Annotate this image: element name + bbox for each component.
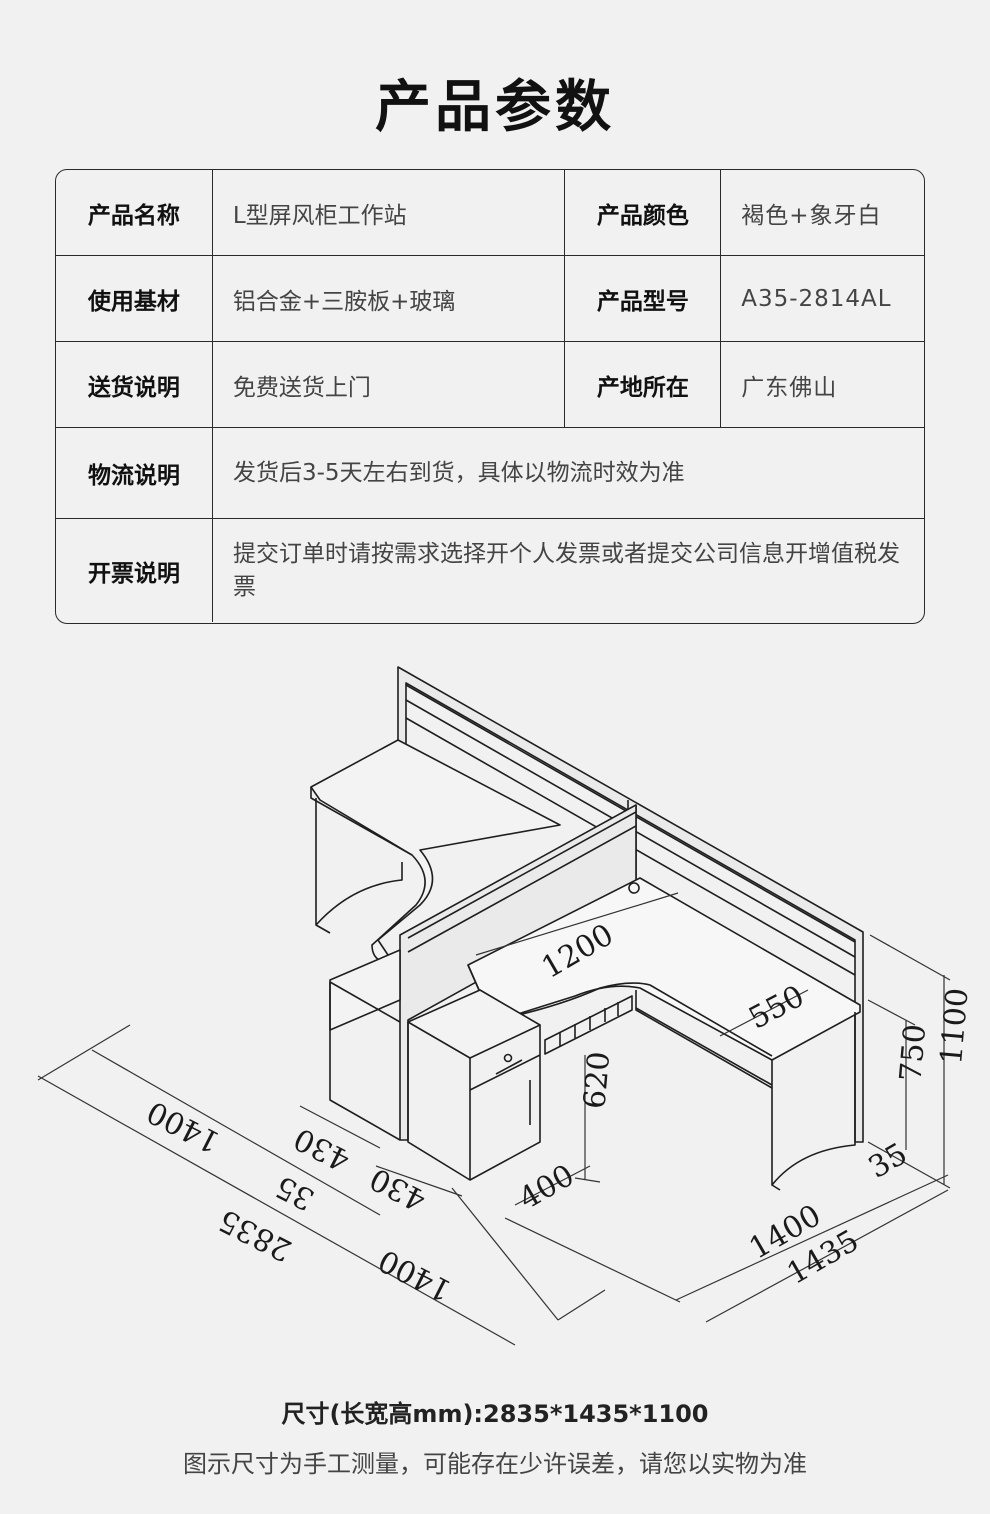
dim-label: 1400 xyxy=(373,1242,457,1308)
dim-label: 1400 xyxy=(142,1093,226,1159)
spec-value-invoice: 提交订单时请按需求选择开个人发票或者提交公司信息开增值税发票 xyxy=(212,519,924,622)
dim-label: 620 xyxy=(577,1050,617,1110)
spec-value-name: L型屏风柜工作站 xyxy=(211,170,565,255)
spec-row-name: 产品名称 L型屏风柜工作站 产品颜色 褐色+象牙白 xyxy=(56,170,924,256)
spec-row-delivery: 送货说明 免费送货上门 产地所在 广东佛山 xyxy=(56,342,924,428)
spec-value-color: 褐色+象牙白 xyxy=(720,170,924,255)
spec-label-invoice: 开票说明 xyxy=(88,560,180,587)
spec-value-delivery: 免费送货上门 xyxy=(211,342,565,427)
spec-label-delivery: 送货说明 xyxy=(87,374,180,401)
dim-label: 750 xyxy=(893,1023,933,1083)
spec-label-color: 产品颜色 xyxy=(564,170,720,255)
spec-table: 产品名称 L型屏风柜工作站 产品颜色 褐色+象牙白 使用基材 铝合金+三胺板+玻… xyxy=(55,169,925,624)
size-line: 尺寸(长宽高mm):2835*1435*1100 xyxy=(281,1400,709,1428)
spec-row-invoice: 开票说明 提交订单时请按需求选择开个人发票或者提交公司信息开增值税发票 xyxy=(56,519,924,622)
spec-label-material: 使用基材 xyxy=(87,288,180,315)
disclaimer: 图示尺寸为手工测量，可能存在少许误差，请您以实物为准 xyxy=(183,1450,807,1478)
spec-value-origin: 广东佛山 xyxy=(720,342,924,427)
spec-value-model: A35-2814AL xyxy=(720,256,924,341)
dim-label: 2835 xyxy=(214,1202,298,1268)
spec-value-logistics: 发货后3-5天左右到货，具体以物流时效为准 xyxy=(212,428,924,518)
spec-label-model: 产品型号 xyxy=(564,256,720,341)
workstation-drawing: 1400 35 2835 1400 430 430 400 620 1200 5… xyxy=(37,666,976,1346)
page-title: 产品参数 xyxy=(375,75,615,140)
dim-label: 400 xyxy=(513,1158,580,1217)
spec-row-logistics: 物流说明 发货后3-5天左右到货，具体以物流时效为准 xyxy=(56,428,924,519)
spec-label-origin: 产地所在 xyxy=(564,342,720,427)
dim-label: 1100 xyxy=(934,987,976,1066)
spec-label-logistics: 物流说明 xyxy=(88,463,180,489)
spec-row-material: 使用基材 铝合金+三胺板+玻璃 产品型号 A35-2814AL xyxy=(56,256,924,342)
spec-value-material: 铝合金+三胺板+玻璃 xyxy=(211,256,565,341)
dim-label: 35 xyxy=(270,1168,320,1217)
spec-label-name: 产品名称 xyxy=(87,202,180,229)
dim-label: 430 xyxy=(365,1160,432,1217)
